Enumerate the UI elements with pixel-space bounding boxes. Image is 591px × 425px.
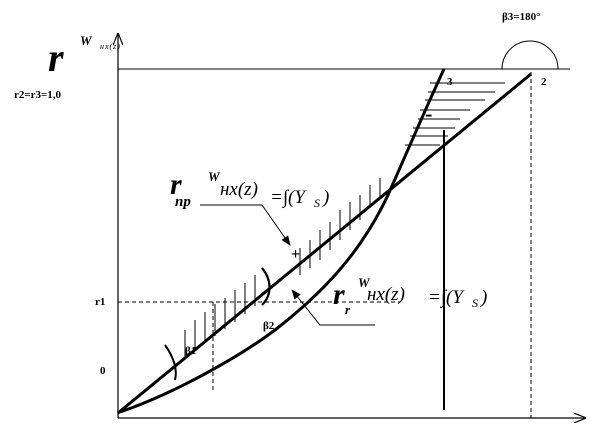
formula-top-rhs-close: ): [323, 187, 330, 208]
point-3-label: 3: [447, 76, 453, 88]
formula-bottom-main: r: [333, 278, 345, 311]
formula-top-sup: W: [208, 169, 220, 184]
beta2-arc: [261, 267, 271, 306]
y-axis-title: r: [48, 35, 64, 80]
hatching-lower: [184, 275, 256, 357]
top-formula-arrow: [261, 204, 291, 246]
formula-top-sub: np: [175, 194, 191, 210]
beta1-label: β1: [185, 345, 197, 357]
formula-top-rhs-sub: S: [314, 196, 320, 210]
formula-top-rhs: =∫(Y: [270, 187, 305, 208]
r1-label: r1: [95, 296, 106, 308]
point-2-label: 2: [541, 76, 547, 88]
hatching-middle: [299, 178, 381, 275]
straight-line-rnp: [117, 72, 532, 415]
y-axis-title-sup: W: [80, 33, 92, 48]
minus-sign: -: [425, 101, 433, 126]
hatching-upper: [405, 82, 505, 146]
formula-bottom-arg: нх(z): [367, 284, 405, 305]
formula-bottom-rhs-sub: S: [472, 296, 478, 310]
formula-bottom-rhs: =∫(Y: [428, 287, 463, 308]
beta1-arc: [164, 344, 177, 381]
formula-bottom-sub: r: [345, 302, 351, 317]
beta2-label: β2: [263, 320, 275, 332]
beta3-arc: [501, 40, 559, 70]
r2-r3-label: r2=r3=1,0: [14, 89, 62, 101]
curve-rr: [119, 68, 446, 414]
beta3-label: β3=180°: [502, 11, 541, 23]
y-axis-title-sub: нх(z): [100, 42, 121, 51]
origin-label: 0: [100, 365, 106, 377]
formula-bottom-rhs-close: ): [481, 287, 488, 308]
formula-bottom-sup: W: [358, 275, 370, 290]
plus-sign: +: [291, 246, 301, 263]
formula-top-main: r: [170, 168, 182, 201]
bottom-formula-arrow: [291, 289, 375, 326]
formula-top-arg: нх(z): [220, 179, 258, 200]
